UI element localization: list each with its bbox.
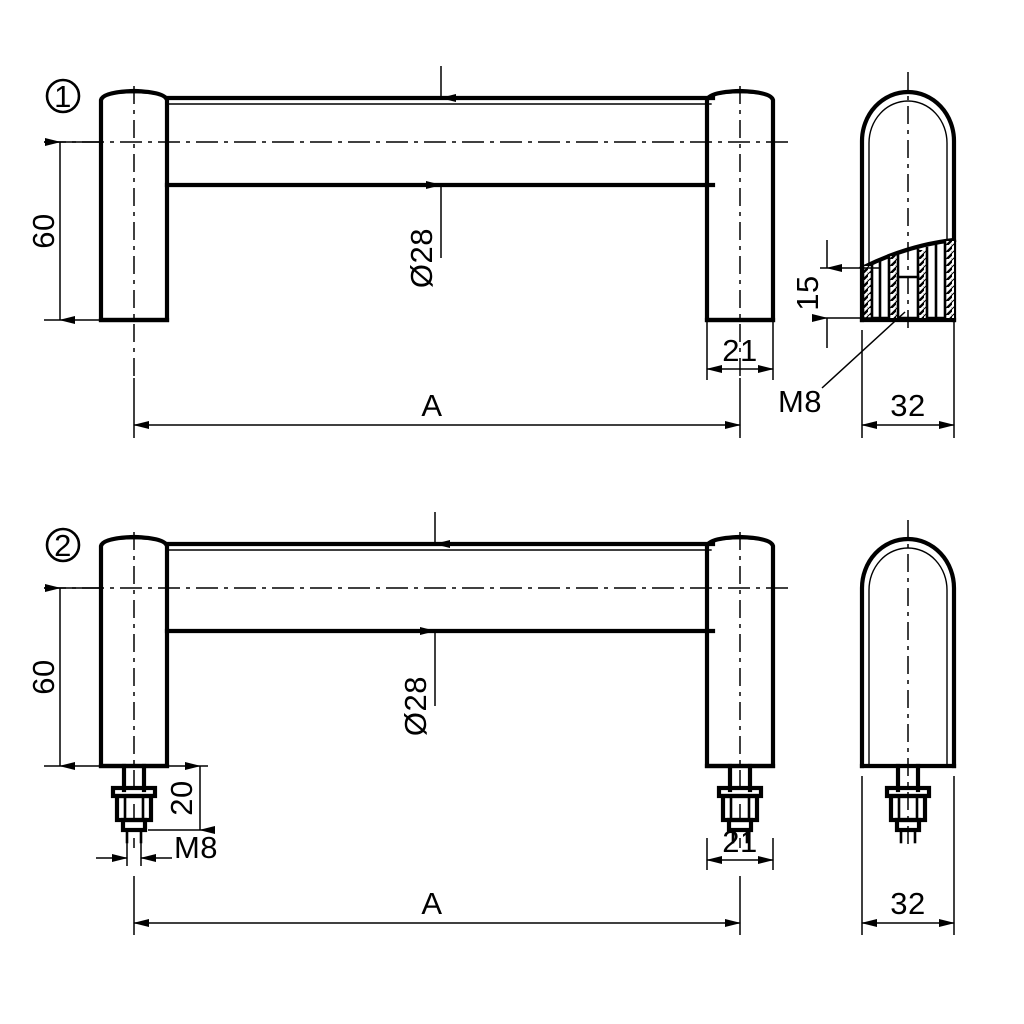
balloon-2 [45,527,81,563]
dim-label-21-view1: 21 [722,333,757,368]
dim-label-60-view1: 60 [26,213,61,248]
dim-label-m8-view2: M8 [174,830,218,865]
view-2-side: 32 [859,520,957,935]
stud-assembly-right-view2 [716,763,764,844]
dim-height-60-view1 [44,138,101,324]
dim-label-A-view2: A [421,886,442,921]
dim-width-21-view2 [706,838,774,870]
dim-width-32-view1 [861,322,955,438]
dim-height-60-view2 [44,584,101,770]
view-1-side: 15 M8 32 [778,72,957,438]
balloon-1-label: 1 [54,79,72,114]
view-2-front: 60 Ø28 20 M8 21 [26,512,790,935]
dim-label-m8-view1: M8 [778,384,822,419]
dim-label-32-view2: 32 [890,886,925,921]
side-body-outline-view1 [859,89,957,323]
dim-length-A-view1 [133,378,741,438]
view-1-front: 60 Ø28 21 A [26,66,790,438]
balloon-2-label: 2 [54,528,72,563]
dim-thread-m8-view2 [96,842,172,866]
side-body-outline-view2 [859,536,957,769]
dim-length-A-view2 [133,876,741,935]
section-insert-view1 [859,237,957,320]
side-body-inner-line-view2 [868,547,948,767]
balloon-1 [45,78,81,114]
dim-label-21-view2: 21 [722,824,757,859]
dim-width-21-view1 [706,320,774,380]
dim-label-dia28-view1: Ø28 [404,228,439,288]
dim-label-32-view1: 32 [890,388,925,423]
dim-label-15-view1: 15 [790,275,825,310]
dim-depth-15-view1 [812,240,880,348]
dim-label-A-view1: A [421,388,442,423]
dim-label-dia28-view2: Ø28 [398,676,433,736]
side-body-inner-line-view1 [868,100,948,321]
dim-width-32-view2 [861,776,955,935]
stud-assembly-left-view2 [110,763,158,844]
dim-stud-20-view2 [148,762,215,834]
dim-label-60-view2: 60 [26,659,61,694]
dim-label-20-view2: 20 [164,780,199,815]
leader-m8-view1 [821,311,906,389]
stud-assembly-side-view2 [884,763,932,844]
